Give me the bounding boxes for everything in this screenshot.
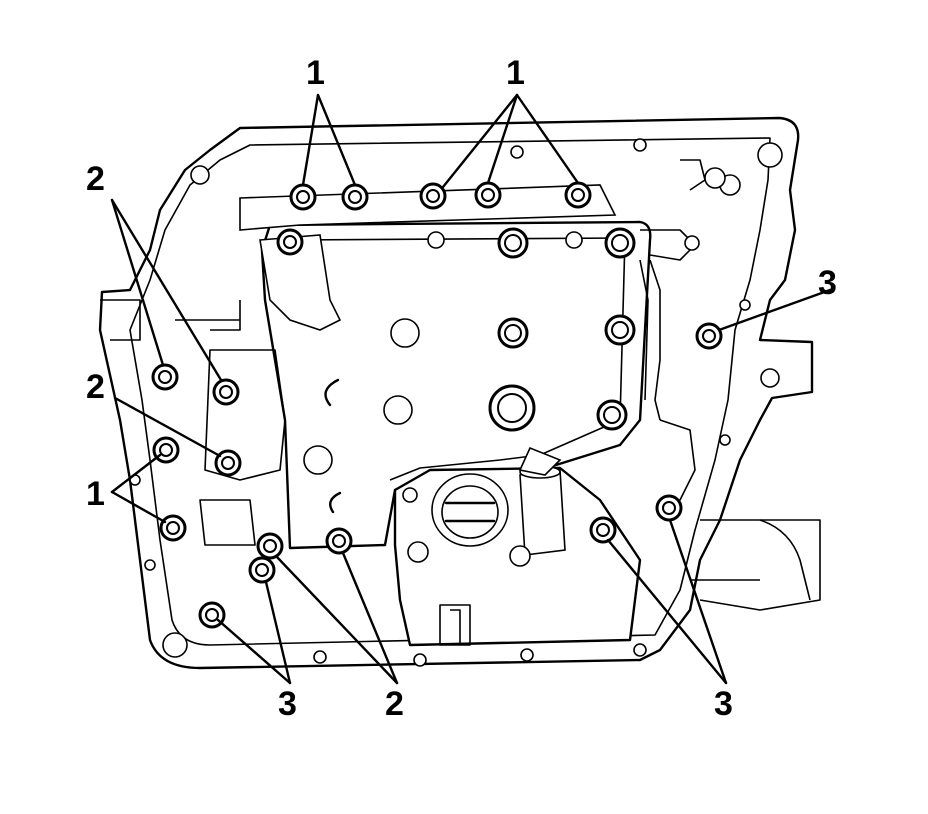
bolt xyxy=(419,182,447,210)
bolt xyxy=(212,378,240,406)
bolt xyxy=(589,516,617,544)
callout-1-top-right: 1 xyxy=(506,54,525,92)
callout-1-lower-left: 1 xyxy=(86,475,105,513)
bolt xyxy=(604,314,636,346)
callout-2-middle-left: 2 xyxy=(86,368,105,406)
bolt xyxy=(325,527,353,555)
bolts xyxy=(151,181,723,629)
bolt xyxy=(151,363,179,391)
bolt xyxy=(159,514,187,542)
bolt xyxy=(604,227,636,259)
bolt xyxy=(695,322,723,350)
bolt xyxy=(596,399,628,431)
bolt xyxy=(474,181,502,209)
bolt xyxy=(289,183,317,211)
callout-3-bottom-right: 3 xyxy=(714,685,733,723)
filter-housing xyxy=(393,446,642,647)
bolt xyxy=(152,436,180,464)
callout-1-top-left: 1 xyxy=(306,54,325,92)
bolt xyxy=(214,449,242,477)
callout-2-upper-left: 2 xyxy=(86,160,105,198)
bolt xyxy=(248,556,276,584)
leader-lines xyxy=(110,93,832,685)
callout-labels: 1 1 2 2 1 3 3 2 3 xyxy=(86,54,837,723)
bolt xyxy=(341,183,369,211)
bolt xyxy=(497,317,529,349)
bolt xyxy=(256,532,284,560)
callout-3-bottom-left: 3 xyxy=(278,685,297,723)
bolt xyxy=(655,494,683,522)
callout-2-bottom-middle: 2 xyxy=(385,685,404,723)
callout-3-right: 3 xyxy=(818,264,837,302)
bolt xyxy=(497,227,529,259)
bolt xyxy=(276,228,304,256)
bolt xyxy=(564,181,592,209)
bolt xyxy=(488,384,536,432)
